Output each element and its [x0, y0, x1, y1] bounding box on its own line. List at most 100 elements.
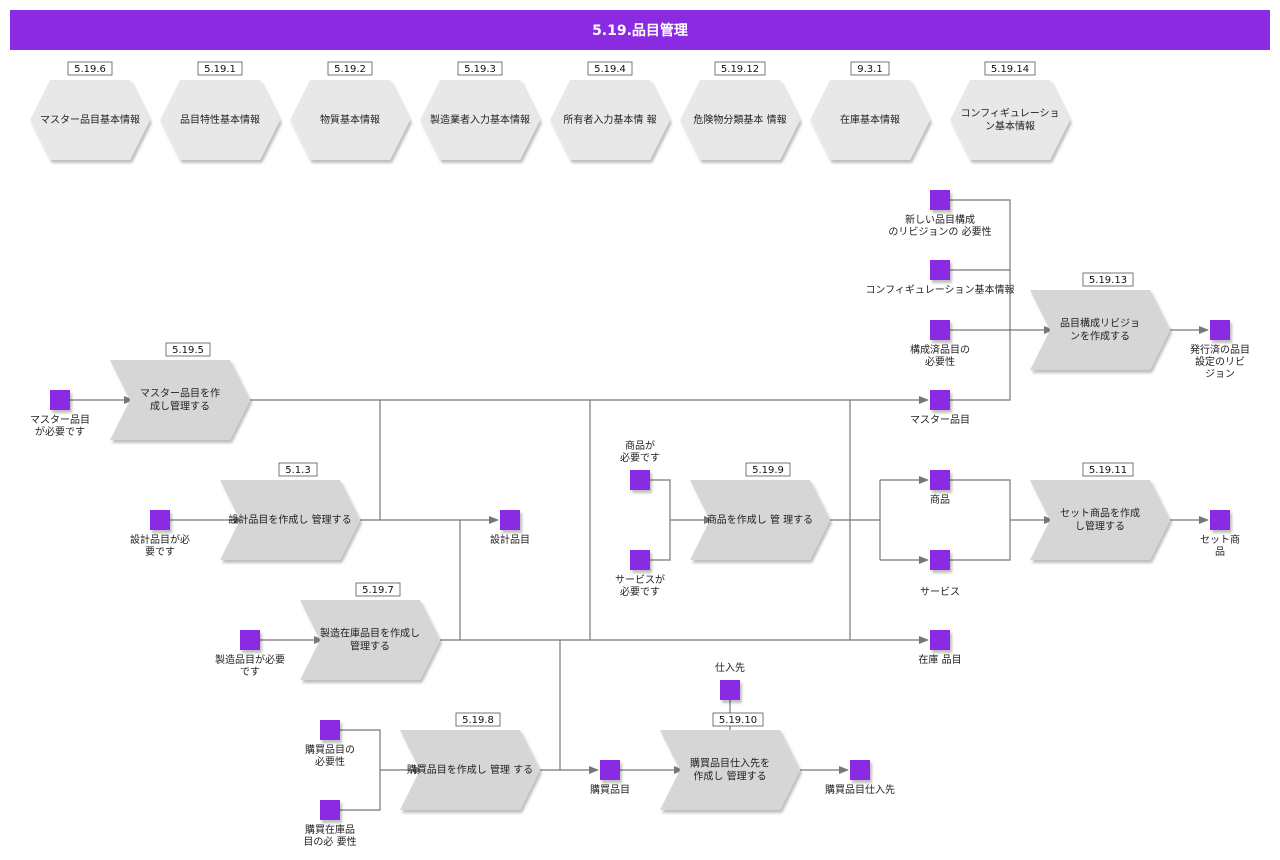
reference-tag: 5.19.3 — [464, 64, 496, 75]
reference-hexagon[interactable] — [420, 80, 540, 160]
process-tag: 5.19.7 — [362, 585, 394, 596]
connector — [950, 479, 1011, 561]
event-square[interactable] — [930, 390, 950, 410]
connector-layer — [70, 199, 1209, 811]
event-label: が必要です — [35, 425, 85, 438]
process-tag-box — [455, 712, 501, 727]
event-square[interactable] — [320, 800, 340, 820]
process-tag: 5.19.13 — [1089, 275, 1127, 286]
reference-label: コンフィギュレーショ — [960, 108, 1059, 120]
event-label: サービス — [920, 586, 960, 598]
reference-tag-box — [67, 61, 113, 76]
process-tag-box — [712, 712, 764, 727]
event-label: 在庫 品目 — [918, 653, 961, 666]
reference-hexagon[interactable] — [550, 80, 670, 160]
event-square[interactable] — [930, 320, 950, 340]
event-label: 設定のリビ — [1195, 355, 1245, 368]
reference-tag-box — [457, 61, 503, 76]
event-label: です — [240, 666, 260, 678]
reference-tag: 5.19.6 — [74, 64, 106, 75]
event-square[interactable] — [50, 390, 70, 410]
event-square[interactable] — [240, 630, 260, 650]
event-label: 仕入先 — [715, 661, 745, 674]
reference-tag: 5.19.2 — [334, 64, 366, 75]
process-chevron[interactable] — [1030, 290, 1170, 370]
page-title: 5.19.品目管理 — [10, 10, 1270, 50]
process-chevron[interactable] — [690, 480, 830, 560]
event-square[interactable] — [630, 470, 650, 490]
process-chevron[interactable] — [400, 730, 540, 810]
event-square[interactable] — [850, 760, 870, 780]
event-label: 新しい品目構成 — [905, 213, 975, 226]
event-square[interactable] — [1210, 510, 1230, 530]
reference-label: ン基本情報 — [985, 120, 1035, 133]
event-label: のリビジョンの 必要性 — [888, 225, 991, 238]
event-square[interactable] — [930, 190, 950, 210]
process-tag: 5.19.10 — [719, 715, 757, 726]
reference-tag: 9.3.1 — [857, 64, 882, 75]
shape-layer: マスター品目基本情報5.19.6品目特性基本情報5.19.1物質基本情報5.19… — [30, 61, 1250, 848]
process-label: 成し管理する — [150, 400, 210, 413]
reference-hexagon[interactable] — [680, 80, 800, 160]
reference-label: マスター品目基本情報 — [40, 113, 140, 126]
event-label: セット商 — [1200, 533, 1240, 546]
process-chevron[interactable] — [300, 600, 440, 680]
event-label: 発行済の品目 — [1190, 343, 1250, 356]
process-tag-box — [278, 462, 318, 477]
process-label: ンを作成する — [1070, 331, 1130, 343]
connector — [340, 729, 381, 811]
reference-hexagon[interactable] — [30, 80, 150, 160]
event-square[interactable] — [930, 260, 950, 280]
reference-hexagon[interactable] — [290, 80, 410, 160]
event-square[interactable] — [930, 550, 950, 570]
event-label: ジョン — [1205, 369, 1235, 380]
reference-hexagon[interactable] — [950, 80, 1070, 160]
event-square[interactable] — [720, 680, 740, 700]
process-tag-box — [1082, 272, 1134, 287]
event-label: 必要です — [620, 585, 660, 598]
process-chevron[interactable] — [110, 360, 250, 440]
event-square[interactable] — [600, 760, 620, 780]
event-label: 購買品目 — [590, 783, 630, 796]
event-label: 製造品目が必要 — [215, 653, 285, 666]
reference-tag: 5.19.12 — [721, 64, 759, 75]
process-chevron[interactable] — [1030, 480, 1170, 560]
process-chevron[interactable] — [220, 480, 360, 560]
process-label: セット商品を作成 — [1060, 507, 1140, 520]
reference-label: 在庫基本情報 — [840, 113, 900, 126]
event-label: 必要性 — [925, 355, 955, 368]
connector — [950, 199, 1011, 401]
process-label: 商品を作成し 管 理する — [707, 513, 813, 526]
process-label: 設計品目を作成し 管理する — [228, 513, 351, 526]
process-tag: 5.19.11 — [1089, 465, 1127, 476]
process-tag: 5.1.3 — [285, 465, 310, 476]
reference-label: 品目特性基本情報 — [180, 113, 260, 126]
process-label: 製造在庫品目を作成し — [320, 627, 420, 640]
reference-label: 危険物分類基本 情報 — [693, 113, 786, 126]
event-label: コンフィギュレーション基本情報 — [865, 283, 1014, 296]
reference-tag: 5.19.4 — [594, 64, 626, 75]
connector — [650, 479, 671, 561]
event-label: サービスが — [615, 573, 665, 586]
event-square[interactable] — [1210, 320, 1230, 340]
reference-tag-box — [714, 61, 766, 76]
event-square[interactable] — [320, 720, 340, 740]
reference-hexagon[interactable] — [160, 80, 280, 160]
event-label: 購買品目仕入先 — [825, 783, 895, 796]
event-square[interactable] — [930, 470, 950, 490]
event-label: 購買在庫品 — [305, 823, 355, 836]
reference-tag-box — [850, 61, 890, 76]
reference-tag: 5.19.1 — [204, 64, 236, 75]
event-square[interactable] — [930, 630, 950, 650]
reference-tag-box — [587, 61, 633, 76]
process-label: 購買品目仕入先を — [690, 757, 770, 770]
event-square[interactable] — [150, 510, 170, 530]
event-square[interactable] — [630, 550, 650, 570]
process-chevron[interactable] — [660, 730, 800, 810]
reference-hexagon[interactable] — [810, 80, 930, 160]
process-label: し管理する — [1075, 520, 1125, 533]
event-square[interactable] — [500, 510, 520, 530]
process-label: 管理する — [350, 640, 390, 653]
reference-tag-box — [984, 61, 1036, 76]
